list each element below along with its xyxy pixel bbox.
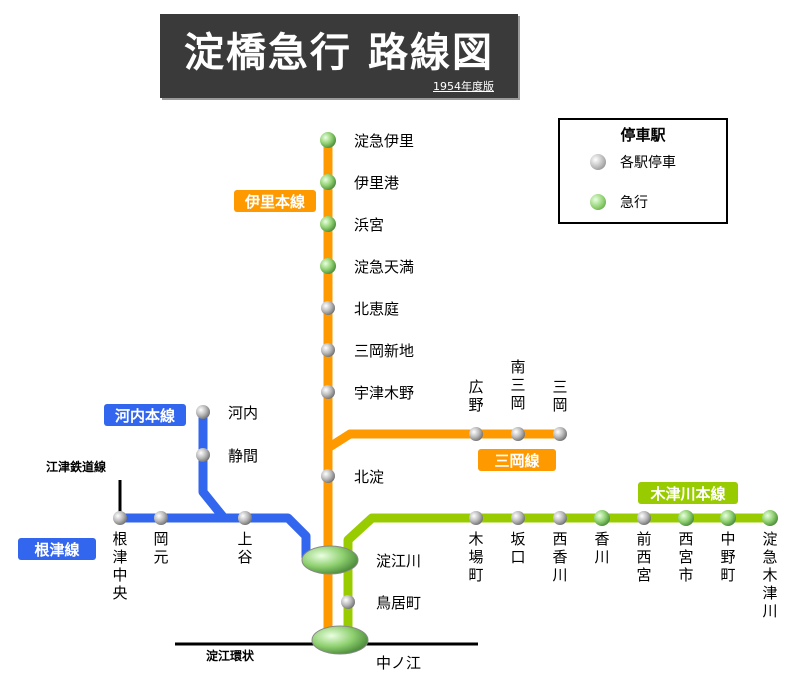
station-kibamachi-marker[interactable]: [469, 511, 483, 525]
mioka-line-badge: [478, 449, 556, 471]
station-minami-mioka-label: 南三岡: [510, 358, 525, 412]
station-yodokyu-kizugawa-marker[interactable]: [762, 510, 778, 526]
station-nakanoe-label: 中ノ江: [376, 654, 421, 672]
station-kitaeniwa-marker[interactable]: [321, 301, 335, 315]
station-kamiya-marker[interactable]: [238, 511, 252, 525]
legend-local-label: 各駅停車: [620, 155, 676, 171]
netsu-line-badge: [18, 538, 96, 560]
station-minami-mioka-marker[interactable]: [511, 427, 525, 441]
legend-express-label: 急行: [620, 195, 648, 211]
local-station-icon: [590, 154, 606, 170]
station-mae-nishimiya-marker[interactable]: [637, 511, 651, 525]
express-station-icon: [590, 194, 606, 210]
edition-label: 1954年度版: [433, 80, 494, 93]
station-irikou-marker[interactable]: [320, 174, 336, 190]
station-netsu-chuo-label: 根津中央: [112, 530, 127, 602]
station-okamoto-marker[interactable]: [154, 511, 168, 525]
station-kawachi-marker[interactable]: [196, 405, 210, 419]
station-mioka-marker[interactable]: [553, 427, 567, 441]
page-title: 淀橋急行 路線図: [184, 30, 494, 76]
station-kagawa-label: 香川: [594, 530, 609, 566]
station-nishi-kagawa-label: 西香川: [552, 530, 567, 584]
mioka-line: [325, 429, 560, 452]
station-kitayodo-label: 北淀: [354, 468, 384, 486]
station-nishimiya-shi-marker[interactable]: [678, 510, 694, 526]
netsu-line-label: 根津線: [34, 541, 79, 559]
station-nishi-kagawa-marker[interactable]: [553, 511, 567, 525]
station-kawachi-label: 河内: [228, 404, 258, 422]
station-kibamachi-label: 木場町: [468, 530, 483, 584]
station-hirono-label: 広野: [468, 378, 483, 414]
legend-title: 停車駅: [620, 126, 666, 144]
station-toriimachi-label: 鳥居町: [376, 594, 421, 612]
kizugawa-main-line: [343, 513, 770, 644]
station-hamamiya-label: 浜宮: [354, 216, 384, 234]
station-nakanomachi-label: 中野町: [720, 530, 735, 584]
kawachi-main-line-badge: [104, 404, 186, 426]
station-yodokyu-kizugawa-label: 淀急木津川: [762, 530, 777, 620]
mioka-line-label: 三岡線: [494, 452, 539, 470]
station-sakaguchi-label: 坂口: [510, 530, 525, 566]
station-yodoegawa-marker[interactable]: [301, 545, 359, 575]
legend-express-row: 急行: [590, 192, 648, 212]
kawachi-main-line-label: 河内本線: [115, 407, 175, 425]
station-sakaguchi-marker[interactable]: [511, 511, 525, 525]
station-kagawa-marker[interactable]: [594, 510, 610, 526]
station-yodokyu-tenma-label: 淀急天満: [354, 258, 414, 276]
station-shizuma-label: 静間: [228, 447, 258, 465]
legend: 停車駅 各駅停車 急行: [558, 118, 728, 224]
station-kitaeniwa-label: 北恵庭: [354, 300, 399, 318]
kizugawa-main-line-label: 木津川本線: [649, 485, 725, 503]
station-yodoegawa-label: 淀江川: [376, 552, 421, 570]
kawachi-main-line: [198, 412, 228, 521]
station-toriimachi-marker[interactable]: [341, 595, 355, 609]
station-netsu-chuo-marker[interactable]: [113, 511, 127, 525]
yodoe-kanjo-line-label: 淀江環状: [206, 648, 255, 663]
station-yodokyu-tenma-marker[interactable]: [320, 258, 336, 274]
iri-main-line-badge: [234, 190, 316, 212]
station-okamoto-label: 岡元: [153, 530, 168, 566]
station-irikou-label: 伊里港: [354, 174, 399, 192]
netsu-line: [120, 513, 311, 558]
iri-main-line-label: 伊里本線: [244, 193, 305, 211]
etsu-tetsudo-line-label: 江津鉄道線: [46, 459, 106, 474]
title-banner: 淀橋急行 路線図 1954年度版: [160, 14, 518, 98]
legend-local-row: 各駅停車: [590, 152, 676, 172]
station-mioka-shinchi-marker[interactable]: [321, 343, 335, 357]
station-hamamiya-marker[interactable]: [320, 216, 336, 232]
station-nakanomachi-marker[interactable]: [720, 510, 736, 526]
station-mioka-label: 三岡: [552, 378, 567, 414]
station-mae-nishimiya-label: 前西宮: [636, 530, 651, 584]
station-kamiya-label: 上谷: [237, 530, 252, 566]
station-yodokyu-iri-label: 淀急伊里: [354, 132, 414, 150]
station-nishimiya-shi-label: 西宮市: [678, 530, 693, 584]
station-hirono-marker[interactable]: [469, 427, 483, 441]
station-shizuma-marker[interactable]: [196, 448, 210, 462]
station-utsukino-marker[interactable]: [321, 385, 335, 399]
station-nakanoe-marker[interactable]: [311, 625, 369, 655]
station-utsukino-label: 宇津木野: [354, 384, 414, 402]
station-kitayodo-marker[interactable]: [321, 469, 335, 483]
station-yodokyu-iri-marker[interactable]: [320, 132, 336, 148]
station-mioka-shinchi-label: 三岡新地: [354, 342, 414, 360]
kizugawa-main-line-badge: [638, 482, 738, 504]
